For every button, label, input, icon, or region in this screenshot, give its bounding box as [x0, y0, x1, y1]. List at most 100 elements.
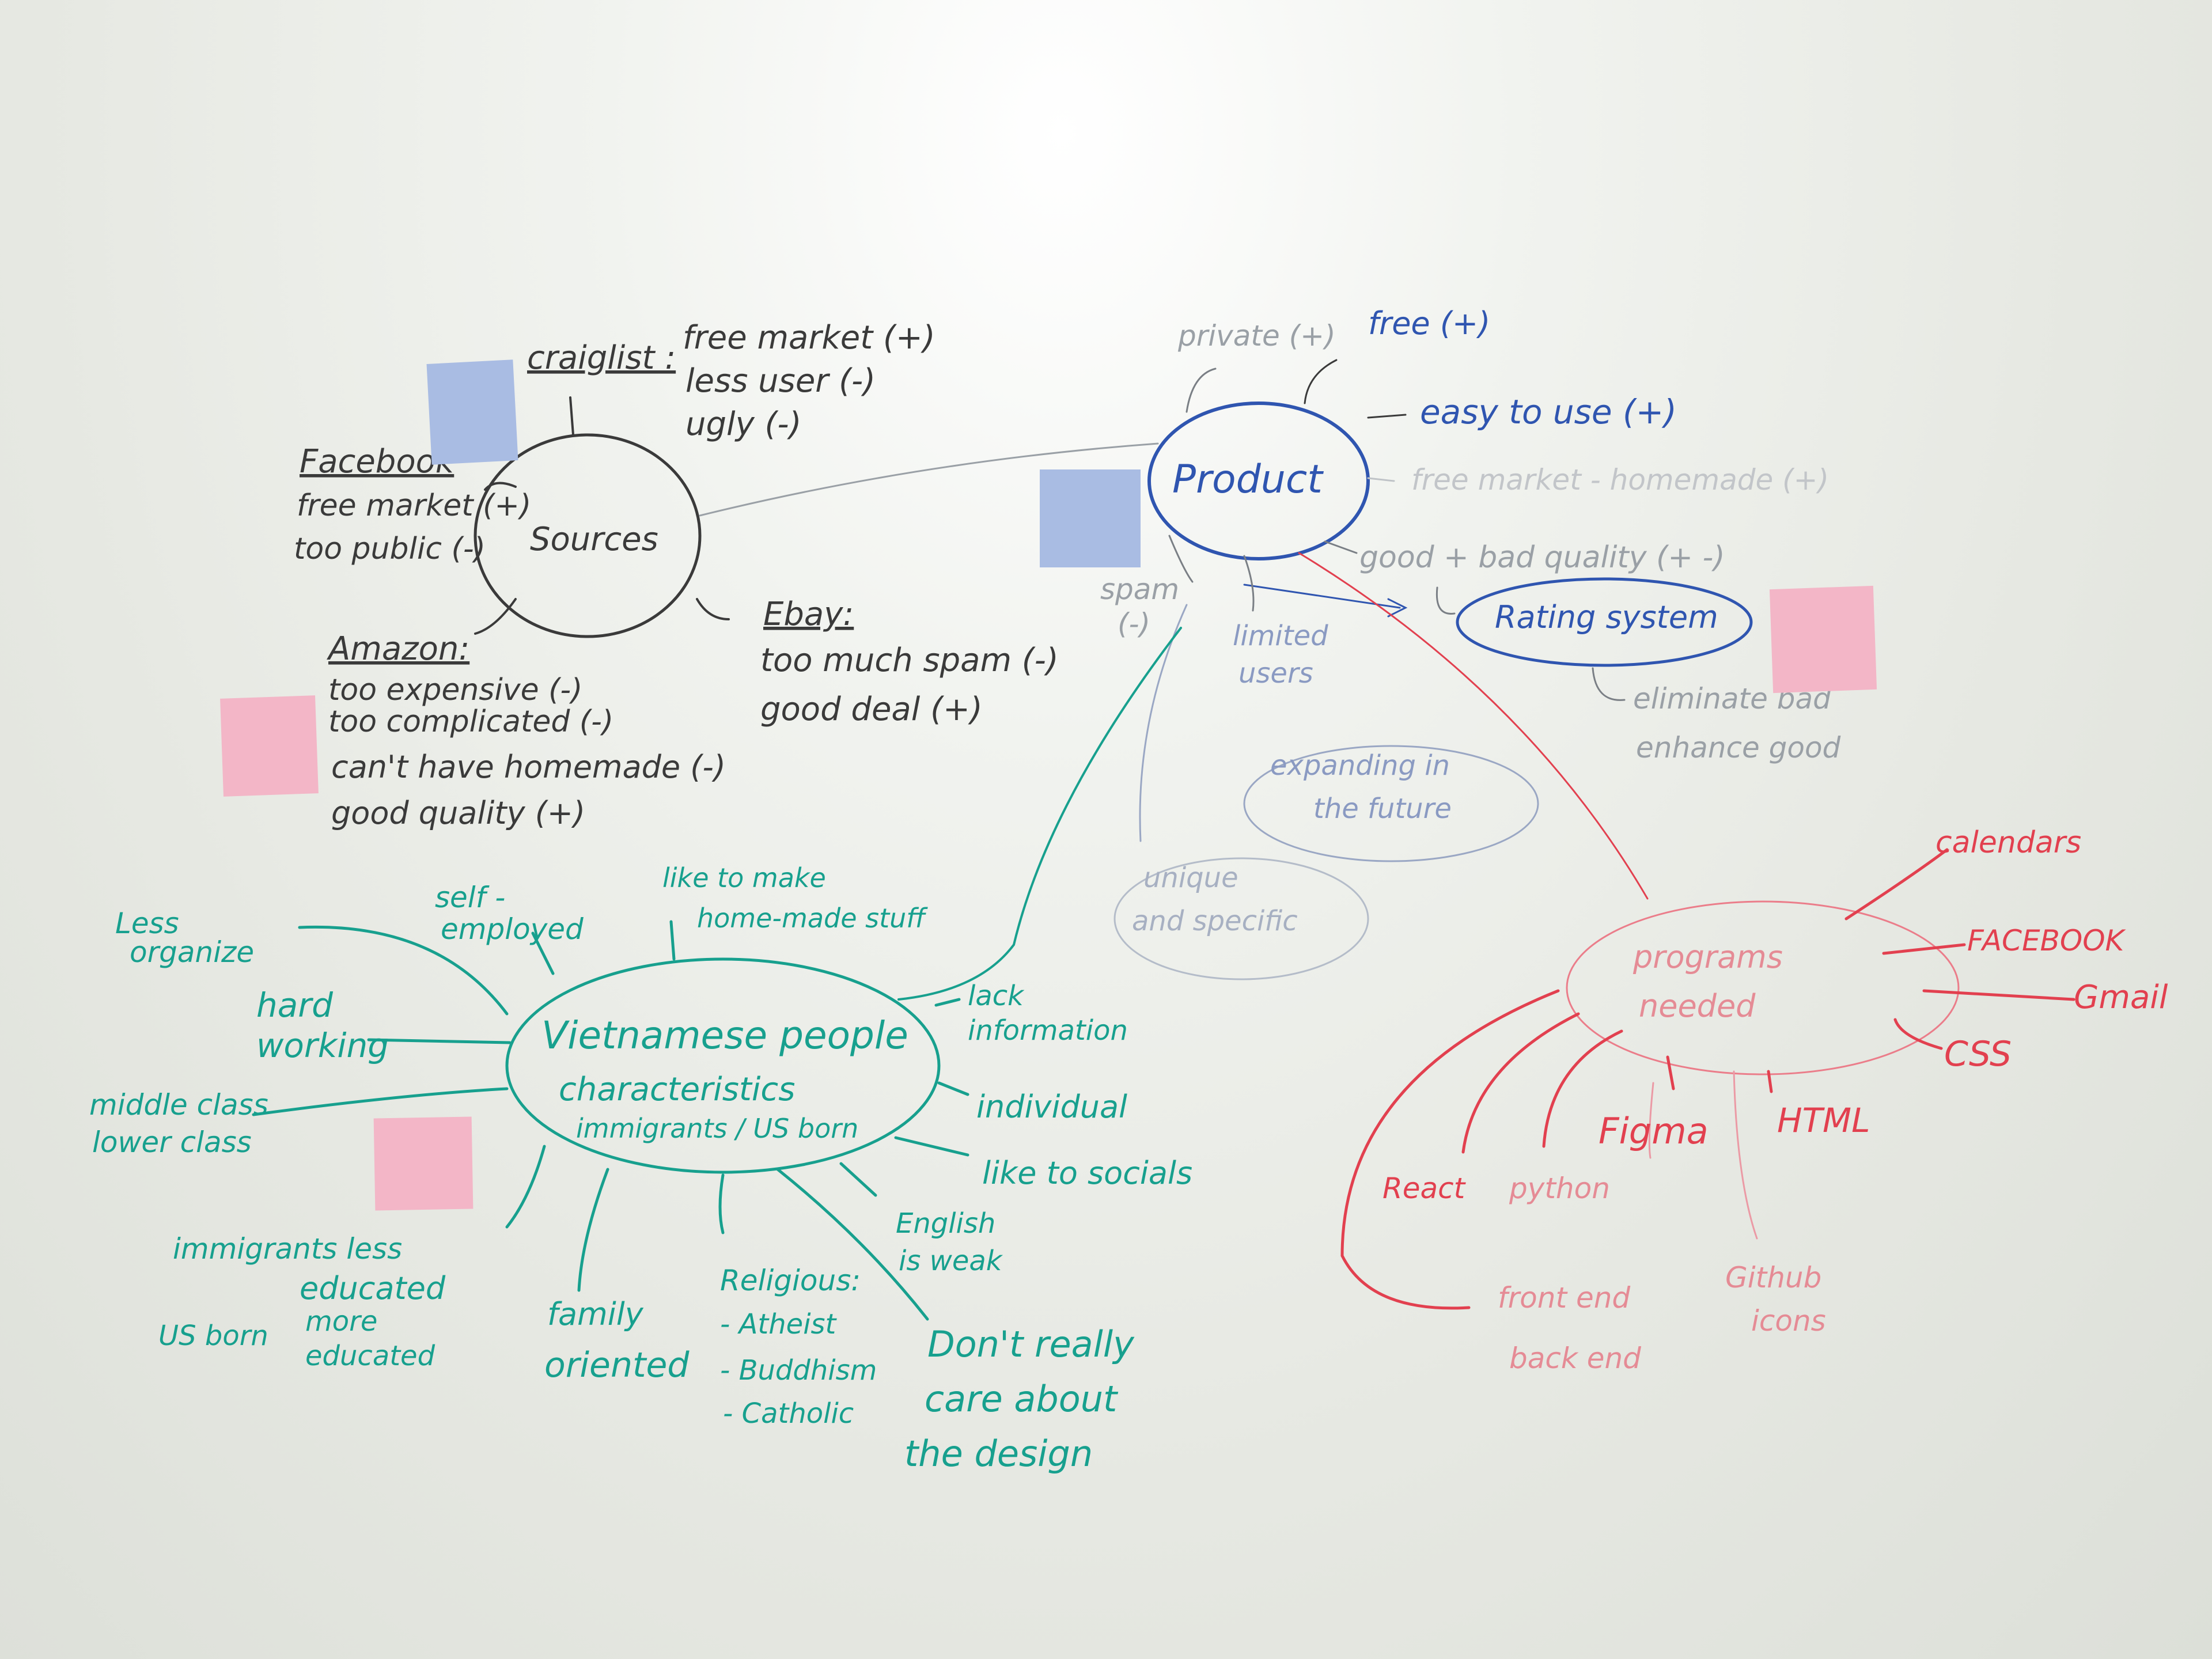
product-private: private (+): [1177, 319, 1336, 353]
product-to-programs: [1298, 552, 1649, 900]
product-easy: easy to use (+): [1420, 392, 1677, 431]
product-to-rating: [1243, 584, 1408, 618]
trait-like-2: home-made stuff: [697, 903, 928, 934]
sources-to-ebay: [696, 598, 730, 620]
product-to-limited: [1243, 555, 1255, 612]
trait-dont-1: Don't really: [927, 1323, 1135, 1365]
program-python: python: [1509, 1172, 1610, 1205]
sticky-note-pink-rating: [1769, 585, 1877, 694]
craiglist-line-2: less user (-): [685, 362, 876, 400]
facebook-line-2: too public (-): [294, 532, 486, 566]
amazon-title: Amazon:: [327, 630, 469, 668]
sticky-note-blue-product: [1040, 469, 1141, 567]
trait-family-1: family: [547, 1296, 644, 1332]
trait-middle-2: lower class: [92, 1126, 252, 1159]
trait-less-1: Less: [115, 907, 179, 940]
program-gmail: Gmail: [2074, 979, 2168, 1016]
expanding-line-1: expanding in: [1270, 749, 1450, 782]
product-spam-sign: (-): [1118, 607, 1150, 641]
trait-lack-1: lack: [968, 980, 1025, 1012]
programs-label-1: programs: [1633, 939, 1783, 975]
sticky-note-pink-amazon: [220, 695, 319, 797]
trait-english-2: is weak: [899, 1245, 1003, 1277]
trait-english-1: English: [896, 1207, 995, 1240]
program-icons: icons: [1751, 1304, 1826, 1338]
sources-to-product: [699, 442, 1159, 517]
trait-more-1: more: [305, 1305, 377, 1338]
rating-to-eliminate: [1592, 667, 1626, 701]
program-github: Github: [1725, 1261, 1821, 1294]
expanding-node: [1243, 745, 1539, 862]
sources-to-facebook: [484, 482, 517, 491]
program-css: CSS: [1944, 1034, 2012, 1074]
sources-node: [474, 433, 702, 638]
sources-to-amazon: [474, 598, 517, 635]
amazon-line-4: good quality (+): [331, 795, 585, 831]
product-to-people: [897, 627, 1182, 1001]
trait-self-1: self -: [435, 881, 505, 914]
sticky-note-blue-sources: [426, 359, 518, 465]
people-node: [505, 957, 941, 1174]
trait-immigrants-1: immigrants less: [173, 1232, 402, 1266]
trait-religion-1: - Atheist: [720, 1308, 838, 1340]
trait-hard-1: hard: [256, 986, 334, 1025]
trait-lack-2: information: [968, 1014, 1128, 1047]
sources-label: Sources: [530, 521, 658, 558]
craiglist-line-3: ugly (-): [685, 406, 801, 443]
product-free: free (+): [1368, 305, 1490, 342]
trait-more-2: educated: [305, 1340, 435, 1372]
trait-individual: individual: [976, 1089, 1127, 1125]
product-to-market: [1367, 477, 1395, 482]
unique-node: [1113, 857, 1369, 980]
product-node: [1147, 402, 1370, 560]
trait-dont-2: care about: [925, 1378, 1119, 1420]
ebay-title: Ebay:: [763, 596, 854, 633]
product-to-free: [1304, 359, 1338, 404]
trait-usborn: US born: [158, 1320, 268, 1352]
trait-religion-2: - Buddhism: [720, 1354, 877, 1387]
product-users: users: [1238, 657, 1313, 690]
rating-node: [1456, 577, 1753, 667]
unique-line-1: unique: [1143, 862, 1238, 894]
product-limited: limited: [1233, 620, 1328, 652]
trait-self-2: employed: [441, 912, 584, 946]
trait-family-2: oriented: [544, 1345, 690, 1385]
craiglist-title: craiglist :: [527, 339, 676, 377]
trait-dont-3: the design: [904, 1433, 1093, 1475]
people-label: Vietnamese people: [541, 1013, 908, 1058]
ebay-line-2: good deal (+): [760, 691, 983, 728]
program-backend: back end: [1509, 1342, 1641, 1375]
quality-arrow: [1435, 586, 1456, 615]
amazon-line-1: too expensive (-): [328, 673, 582, 707]
amazon-line-3: can't have homemade (-): [331, 749, 726, 785]
product-to-quality: [1324, 540, 1358, 554]
rating-label: Rating system: [1495, 599, 1718, 635]
amazon-line-2: too complicated (-): [328, 704, 613, 739]
trait-middle-1: middle class: [89, 1088, 268, 1122]
unique-line-2: and specific: [1132, 905, 1298, 937]
trait-socials: like to socials: [982, 1155, 1192, 1191]
product-spam: spam: [1100, 573, 1179, 606]
ebay-line-1: too much spam (-): [760, 642, 1059, 679]
product-free-market: free market - homemade (+): [1411, 463, 1829, 497]
people-sub-2: immigrants / US born: [576, 1113, 858, 1144]
product-to-easy: [1367, 414, 1407, 419]
trait-immigrants-2: educated: [300, 1270, 446, 1306]
trait-religious: Religious:: [720, 1264, 861, 1297]
people-sub-1: characteristics: [559, 1071, 795, 1108]
expanding-line-2: the future: [1313, 793, 1452, 825]
program-facebook: FACEBOOK: [1967, 924, 2127, 957]
facebook-line-1: free market (+): [297, 488, 531, 523]
sources-to-craiglist: [569, 396, 574, 436]
program-figma: Figma: [1599, 1110, 1709, 1152]
rating-enhance: enhance good: [1636, 731, 1841, 764]
trait-religion-3: - Catholic: [723, 1397, 854, 1430]
product-to-private: [1185, 368, 1217, 413]
facebook-title: Facebook: [300, 443, 456, 480]
program-calendars: calendars: [1936, 825, 2081, 860]
program-react: React: [1382, 1172, 1467, 1205]
programs-label-2: needed: [1639, 988, 1756, 1024]
product-quality: good + bad quality (+ -): [1359, 540, 1725, 575]
sticky-note-pink-people: [373, 1116, 474, 1211]
